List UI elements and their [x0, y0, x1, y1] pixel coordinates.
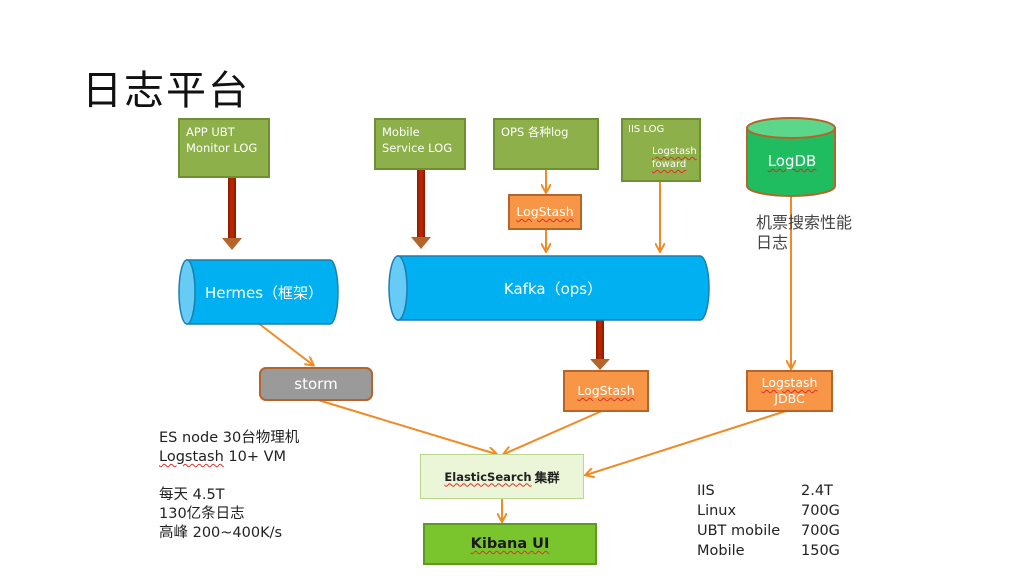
kibana-label: Kibana UI: [470, 536, 550, 552]
elasticsearch-cluster-box: ElasticSearch 集群: [420, 454, 584, 499]
elasticsearch-name: ElasticSearch: [444, 469, 532, 484]
volume-stats-row: IIS 2.4T: [697, 481, 857, 501]
kafka-label: Kafka（ops）: [503, 280, 603, 298]
source-app-ubt-monitor-log: APP UBT Monitor LOG: [178, 118, 270, 178]
volume-stats-row: UBT mobile 700G: [697, 521, 857, 541]
volume-source: Mobile: [697, 543, 745, 559]
logdb-caption: 机票搜索性能日志: [756, 213, 853, 252]
cluster-notes: ES node 30台物理机 Logstash 10+ VM 每天 4.5T 1…: [159, 429, 399, 543]
logstash-jdbc-box: Logstash JDBC: [746, 370, 833, 412]
kafka-logstash-label: LogStash: [577, 383, 635, 398]
source-ops-log: OPS 各种log: [493, 118, 599, 170]
volume-source: Linux: [697, 503, 737, 519]
note-peak-rate: 高峰 200~400K/s: [159, 525, 283, 541]
volume-size: 150G: [801, 543, 840, 559]
volume-size: 700G: [801, 503, 840, 519]
source-mobile-service-log: Mobile Service LOG: [374, 118, 466, 170]
logstash-jdbc-line2: JDBC: [774, 391, 805, 406]
source-mobile-service-label: Mobile Service LOG: [382, 125, 453, 155]
hermes-label: Hermes（框架）: [204, 284, 324, 302]
arrow-storm-to-es: [317, 399, 496, 454]
note-logstash-word: Logstash: [159, 449, 224, 465]
kibana-ui-box: Kibana UI: [423, 523, 597, 565]
source-iis-sub: Logstash foward: [652, 146, 697, 170]
arrow-app-to-hermes: [222, 177, 242, 250]
kafka-logstash-box: LogStash: [563, 370, 649, 412]
arrow-kafka-to-logstash: [590, 320, 610, 370]
note-daily-count: 130亿条日志: [159, 506, 245, 522]
logstash-jdbc-line1: Logstash: [761, 375, 818, 390]
logdb-label: LogDB: [767, 152, 817, 170]
storm-box: storm: [259, 367, 373, 401]
arrow-logstash-to-es: [504, 409, 605, 454]
slide-title: 日志平台: [82, 68, 250, 114]
volume-size: 2.4T: [801, 483, 833, 499]
source-iis-title: IIS LOG: [628, 124, 665, 135]
elasticsearch-suffix: 集群: [534, 470, 560, 485]
note-daily-volume: 每天 4.5T: [159, 487, 225, 503]
volume-source: IIS: [697, 483, 715, 499]
ops-logstash-label: LogStash: [516, 204, 574, 219]
note-spacer: [159, 467, 399, 486]
source-ops-label: OPS 各种log: [501, 125, 569, 139]
volume-stats-row: Linux 700G: [697, 501, 857, 521]
hermes-queue-cylinder: [178, 259, 339, 325]
kafka-queue-cylinder: [388, 255, 710, 321]
storm-label: storm: [294, 375, 338, 393]
note-logstash-vms: Logstash 10+ VM: [159, 448, 399, 467]
arrow-jdbc-to-es: [586, 409, 790, 475]
source-app-ubt-label: APP UBT Monitor LOG: [186, 125, 258, 155]
arrow-mobile-to-kafka: [411, 168, 431, 249]
note-logstash-count: 10+ VM: [223, 449, 287, 465]
logdb-cylinder: [746, 117, 836, 197]
volume-size: 700G: [801, 523, 840, 539]
volume-stats-table: IIS 2.4T Linux 700G UBT mobile 700G Mobi…: [697, 481, 857, 561]
volume-stats-row: Mobile 150G: [697, 541, 857, 561]
source-iis-log: IIS LOG Logstash foward: [621, 118, 701, 182]
arrow-hermes-to-storm: [257, 322, 313, 365]
note-es-nodes: ES node 30台物理机: [159, 430, 300, 446]
volume-source: UBT mobile: [697, 523, 781, 539]
ops-logstash-box: LogStash: [508, 194, 582, 230]
